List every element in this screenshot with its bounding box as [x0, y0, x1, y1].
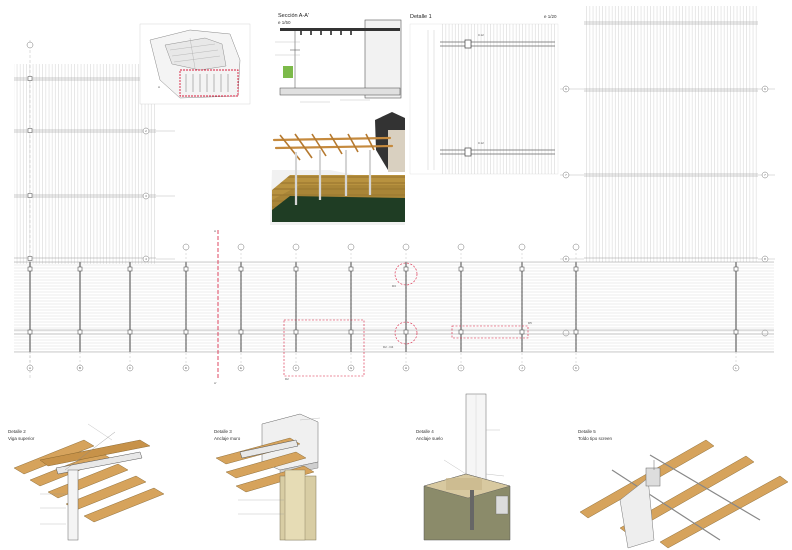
svg-text:A: A: [158, 85, 160, 89]
detalle-3: Detalle 3 Anclaje muro: [214, 413, 321, 541]
axis-8: 8: [565, 257, 567, 261]
col-l: L: [735, 366, 737, 370]
right-plan: 6 7 8 6 7 8: [560, 6, 775, 337]
col-f: F: [295, 366, 297, 370]
callout-d5: D5: [528, 321, 532, 325]
detalle5-subtitle: Toldo tipo screen: [578, 436, 613, 441]
detalle5-title: Detalle 5: [578, 429, 596, 434]
svg-text:8: 8: [764, 257, 766, 261]
axis-7: 7: [565, 173, 567, 177]
render-3d: [270, 112, 405, 225]
col-b: B: [79, 366, 81, 370]
callout-d2: D2: [285, 377, 289, 381]
col-a: A: [29, 366, 31, 370]
svg-text:0.12: 0.12: [478, 141, 484, 145]
detalle3-subtitle: Anclaje muro: [214, 436, 241, 441]
detalle1-title: Detalle 1: [410, 14, 432, 20]
section-mark-a: A: [214, 229, 216, 233]
axis-4: 4: [145, 257, 147, 261]
main-plan: A B C D E F G H I J K L: [14, 229, 774, 385]
svg-text:0.12: 0.12: [478, 33, 484, 37]
detalle-2: Detalle 2 Viga superior: [8, 423, 165, 541]
col-e: E: [240, 366, 242, 370]
section-aa: Sección A-A' e 1/50: [275, 13, 402, 103]
axis-2: 2: [145, 129, 147, 133]
section-title: Sección A-A': [278, 13, 309, 19]
detalle3-title: Detalle 3: [214, 429, 232, 434]
detalle-5: Detalle 5 Toldo tipo screen: [578, 429, 789, 549]
col-h: H: [405, 366, 407, 370]
col-c: C: [129, 366, 132, 370]
col-d: D: [185, 366, 188, 370]
svg-text:7: 7: [764, 173, 766, 177]
section-mark-a-prime: A': [214, 381, 217, 385]
detalle2-subtitle: Viga superior: [8, 436, 35, 441]
svg-text:6: 6: [764, 87, 766, 91]
col-k: K: [575, 366, 577, 370]
callout-d3: D3: [392, 284, 396, 288]
callout-d4: D2 - D4: [383, 345, 394, 349]
detalle-4: Detalle 4 Anclaje suelo: [416, 393, 511, 541]
detalle4-title: Detalle 4: [416, 429, 434, 434]
site-plan: A: [139, 23, 251, 105]
col-g: G: [350, 366, 353, 370]
axis-3: 3: [145, 194, 147, 198]
section-scale: e 1/50: [278, 20, 291, 25]
col-j: J: [521, 366, 523, 370]
detalle1-scale: e 1/20: [544, 14, 557, 19]
detalle-1: Detalle 1 e 1/20 0.12 0.12: [409, 14, 559, 175]
axis-6: 6: [565, 87, 567, 91]
detalle2-title: Detalle 2: [8, 429, 26, 434]
col-i: I: [461, 366, 462, 370]
detalle4-subtitle: Anclaje suelo: [416, 436, 443, 441]
